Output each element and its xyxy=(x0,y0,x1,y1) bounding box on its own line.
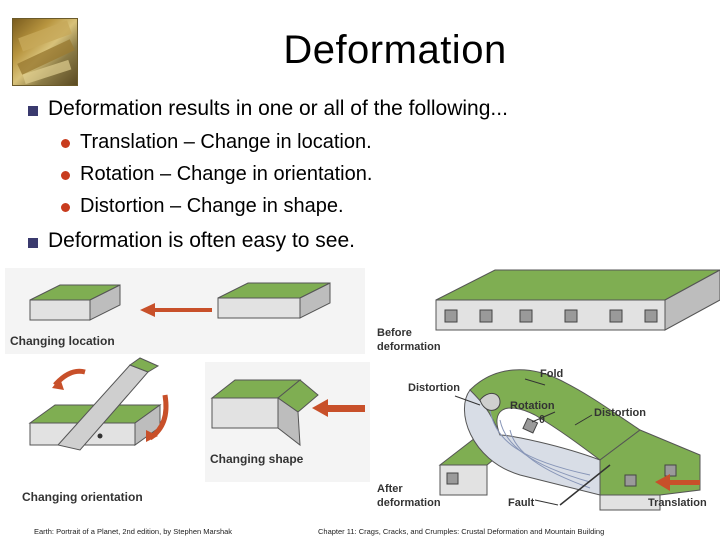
before-block-front xyxy=(435,299,666,331)
fold-layer-line-1 xyxy=(489,409,591,476)
bullet-dot-icon xyxy=(61,171,70,180)
before-marker-5 xyxy=(609,309,623,323)
before-block-side xyxy=(664,269,720,331)
deformation-figure: Changing location Changing orientation C… xyxy=(5,268,720,511)
label-distortion-right: Distortion xyxy=(594,407,646,419)
location-arrow-shaft xyxy=(150,308,212,312)
label-changing-location: Changing location xyxy=(10,334,115,348)
label-changing-orientation: Changing orientation xyxy=(22,490,143,504)
pivot-point xyxy=(97,433,103,439)
after-marker-2 xyxy=(624,474,637,487)
bullet-square-icon xyxy=(28,238,38,248)
before-marker-1 xyxy=(444,309,458,323)
label-translation: Translation xyxy=(648,497,707,509)
bullet-sub-distortion: Distortion – Change in shape. xyxy=(80,195,344,217)
before-marker-2 xyxy=(479,309,493,323)
footer-citation: Earth: Portrait of a Planet, 2nd edition… xyxy=(34,527,233,536)
after-marker-1 xyxy=(446,472,459,485)
before-marker-6 xyxy=(644,309,658,323)
label-theta: θ xyxy=(539,414,545,426)
bullet-dot-icon xyxy=(61,139,70,148)
label-after-1: After xyxy=(377,483,403,495)
label-before-2: deformation xyxy=(377,341,441,353)
shape-sheared-side xyxy=(277,397,301,447)
translation-arrow-shaft xyxy=(665,480,700,485)
leader-distortion-left xyxy=(454,395,481,406)
label-fold: Fold xyxy=(540,368,563,380)
translation-arrow-head-icon xyxy=(655,474,670,491)
footer-chapter: Chapter 11: Crags, Cracks, and Crumples:… xyxy=(318,527,605,536)
location-arrow-head-icon xyxy=(140,303,155,317)
orientation-tilted-top xyxy=(128,357,160,373)
rotation-arrow-bottom-head-icon xyxy=(146,430,158,442)
leader-fold xyxy=(524,378,546,386)
shape-arrow-head-icon xyxy=(312,399,328,417)
location-block-left-side xyxy=(89,284,121,321)
location-block-right-side xyxy=(299,282,331,319)
bullet-square-icon xyxy=(28,106,38,116)
leader-rotation xyxy=(531,411,556,423)
rotation-arrow-top-head-icon xyxy=(52,378,64,390)
shape-block-front xyxy=(211,397,279,429)
label-rotation: Rotation xyxy=(510,400,555,412)
fold-layer-line-3 xyxy=(509,429,591,489)
rotated-marker xyxy=(522,417,539,434)
bullet-sub-translation: Translation – Change in location. xyxy=(80,131,372,153)
after-right-front xyxy=(599,494,661,511)
fault-line xyxy=(559,464,611,506)
leader-distortion-right xyxy=(574,414,593,426)
bullet-main-2: Deformation is often easy to see. xyxy=(48,229,355,252)
label-after-2: deformation xyxy=(377,497,441,509)
distorted-marker xyxy=(479,393,501,411)
location-block-right-front xyxy=(217,297,301,319)
bullet-main-1: Deformation results in one or all of the… xyxy=(48,97,508,120)
rock-strata-photo xyxy=(12,18,78,86)
shape-arrow-shaft xyxy=(322,405,365,412)
bullet-sub-rotation: Rotation – Change in orientation. xyxy=(80,163,373,185)
before-marker-3 xyxy=(519,309,533,323)
before-marker-4 xyxy=(564,309,578,323)
label-changing-shape: Changing shape xyxy=(210,452,304,466)
after-marker-3 xyxy=(664,464,677,477)
label-fault: Fault xyxy=(508,497,535,509)
label-before-1: Before xyxy=(377,327,412,339)
location-block-left-front xyxy=(29,299,91,321)
slide-title: Deformation xyxy=(283,28,507,72)
bullet-dot-icon xyxy=(61,203,70,212)
leader-fault xyxy=(534,499,559,506)
label-distortion-left: Distortion xyxy=(408,382,460,394)
